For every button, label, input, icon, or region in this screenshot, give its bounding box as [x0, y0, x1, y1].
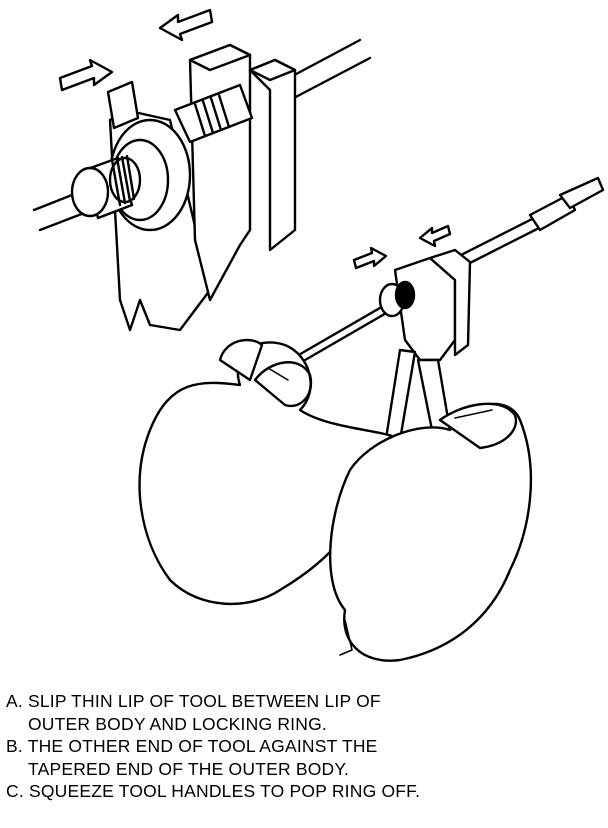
step-text: THE OTHER END OF TOOL AGAINST THE — [28, 736, 378, 756]
step-text: OUTER BODY AND LOCKING RING. — [6, 713, 602, 736]
step-text: SLIP THIN LIP OF TOOL BETWEEN LIP OF — [28, 691, 381, 711]
step-text: TAPERED END OF THE OUTER BODY. — [6, 758, 602, 781]
step-a: A. SLIP THIN LIP OF TOOL BETWEEN LIP OF … — [6, 690, 602, 735]
step-letter: B. — [6, 736, 23, 756]
arrow-left-icon — [160, 10, 212, 40]
instruction-list: A. SLIP THIN LIP OF TOOL BETWEEN LIP OF … — [6, 690, 602, 803]
arrow-right-icon — [60, 60, 112, 90]
step-c: C. SQUEEZE TOOL HANDLES TO POP RING OFF. — [6, 780, 602, 803]
step-b: B. THE OTHER END OF TOOL AGAINST THE TAP… — [6, 735, 602, 780]
arrow-left-icon — [420, 226, 450, 246]
step-letter: C. — [6, 781, 24, 801]
tool-removal-illustration — [0, 0, 608, 680]
arrow-right-icon — [354, 248, 386, 268]
detail-view — [34, 10, 370, 330]
step-text: SQUEEZE TOOL HANDLES TO POP RING OFF. — [29, 781, 420, 801]
step-letter: A. — [6, 691, 23, 711]
